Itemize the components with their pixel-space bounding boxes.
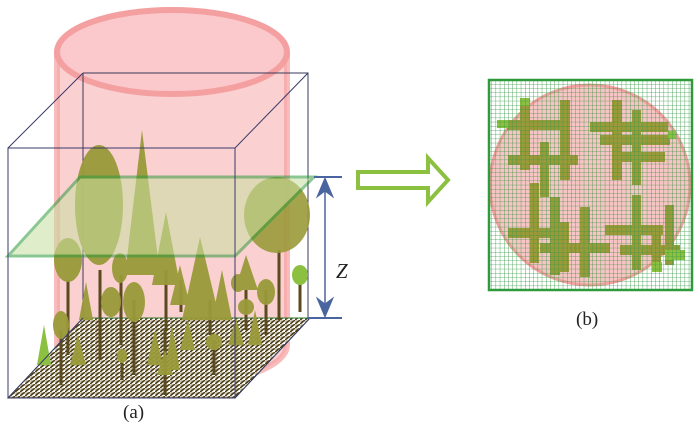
panel-b-caption: (b) [576, 309, 598, 330]
cube-front [7, 72, 311, 399]
transform-arrow [356, 152, 451, 208]
height-dimension [308, 176, 342, 319]
raster-panel [487, 78, 694, 292]
panel-a-caption: (a) [123, 402, 144, 423]
height-label: Z [336, 259, 348, 283]
